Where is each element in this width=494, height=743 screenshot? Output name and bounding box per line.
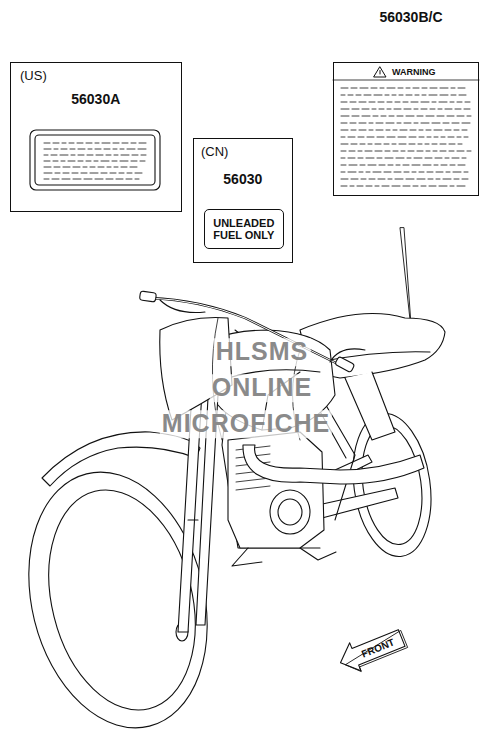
decal-text-lines (44, 143, 146, 179)
engine (228, 432, 324, 548)
watermark: ONLINE (210, 374, 314, 402)
brake-pedal (232, 548, 262, 566)
fork-seal (188, 519, 198, 520)
clutch-lever (160, 300, 205, 313)
front-fender (42, 432, 200, 486)
handlebar (150, 298, 340, 365)
grip (335, 356, 355, 372)
watermark: MICROFICHE (160, 410, 332, 438)
decal-outline (35, 135, 155, 185)
decal-text: WARNING (392, 67, 436, 77)
swingarm (318, 488, 398, 518)
label-box: UNLEADED FUEL ONLY (204, 209, 284, 249)
exhaust (243, 445, 424, 484)
label-box: WARNING (333, 62, 479, 196)
label-box: (US) 56030A (10, 62, 182, 212)
part-number: 56030A (71, 91, 120, 107)
number-plate (160, 318, 232, 421)
region-code: (CN) (201, 145, 228, 160)
warning-header-line (333, 80, 479, 81)
callout-number: 56030B/C (377, 10, 444, 25)
footpeg (300, 548, 336, 560)
handlebar (150, 298, 340, 365)
warning-triangle (380, 71, 381, 75)
brake-lever (330, 349, 365, 362)
decal-outline (30, 130, 160, 190)
label-box: (CN) 56030UNLEADED FUEL ONLY (193, 138, 293, 263)
region-code: (US) (20, 69, 47, 84)
engine-cover (278, 499, 302, 525)
watermark: HLSMS (214, 338, 311, 366)
part-number: 56030 (223, 171, 262, 187)
warning-triangle (374, 67, 386, 77)
rear-rim (355, 422, 429, 549)
warning-text-lines (341, 88, 471, 186)
grip (139, 291, 156, 302)
decal-text: UNLEADED FUEL ONLY (211, 217, 277, 241)
front-arrow (335, 623, 410, 677)
engine-cover (270, 490, 310, 534)
seat-seam (318, 352, 430, 362)
side-cover (345, 372, 395, 440)
